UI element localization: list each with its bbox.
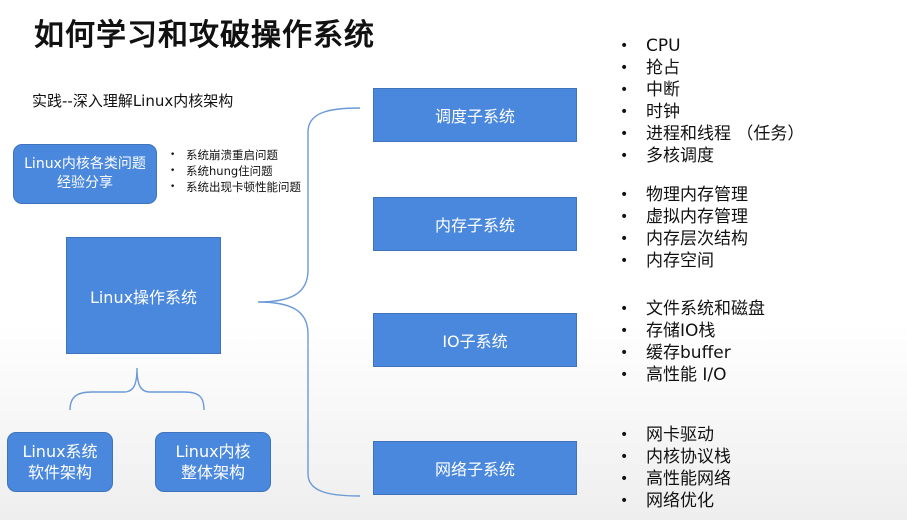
page-title: 如何学习和攻破操作系统	[34, 18, 375, 53]
list-item: 高性能网络	[620, 468, 731, 490]
subsystem-label: 调度子系统	[434, 107, 515, 126]
software-arch-box: Linux系统软件架构	[7, 432, 113, 492]
list-item: 系统出现卡顿性能问题	[170, 179, 301, 195]
linux-os-box: Linux操作系统	[66, 237, 221, 354]
list-item: 系统崩溃重启问题	[170, 147, 301, 163]
experience-box-label: Linux内核各类问题经验分享	[24, 156, 146, 191]
list-item: 虚拟内存管理	[620, 206, 748, 228]
list-item: 存储IO栈	[620, 320, 765, 342]
subsystem-box-network: 网络子系统	[373, 441, 577, 495]
subsystem-label: IO子系统	[442, 332, 508, 351]
list-item: 内存层次结构	[620, 228, 748, 250]
network-topics: 网卡驱动 内核协议栈 高性能网络 网络优化	[620, 424, 731, 512]
subsystem-box-memory: 内存子系统	[373, 197, 577, 251]
list-item: 多核调度	[620, 145, 804, 167]
bottom-brace	[69, 367, 205, 411]
scheduler-topics: CPU 抢占 中断 时钟 进程和线程 （任务） 多核调度	[620, 35, 804, 167]
linux-os-label: Linux操作系统	[89, 287, 198, 307]
experience-box: Linux内核各类问题经验分享	[13, 144, 157, 204]
subsystem-box-scheduler: 调度子系统	[373, 88, 577, 142]
list-item: 时钟	[620, 101, 804, 123]
memory-topics: 物理内存管理 虚拟内存管理 内存层次结构 内存空间	[620, 184, 748, 272]
page-subtitle: 实践--深入理解Linux内核架构	[32, 92, 234, 110]
io-topics: 文件系统和磁盘 存储IO栈 缓存buffer 高性能 I/O	[620, 298, 765, 386]
list-item: 中断	[620, 79, 804, 101]
list-item: 高性能 I/O	[620, 364, 765, 386]
kernel-arch-label: Linux内核整体架构	[175, 442, 251, 482]
list-item: 网卡驱动	[620, 424, 731, 446]
list-item: 物理内存管理	[620, 184, 748, 206]
subsystem-label: 网络子系统	[434, 460, 515, 479]
right-brace	[257, 107, 361, 497]
list-item: 抢占	[620, 57, 804, 79]
list-item: 进程和线程 （任务）	[620, 123, 804, 145]
list-item: 内存空间	[620, 250, 748, 272]
list-item: 内核协议栈	[620, 446, 731, 468]
list-item: 文件系统和磁盘	[620, 298, 765, 320]
software-arch-label: Linux系统软件架构	[22, 442, 98, 482]
list-item: 系统hung住问题	[170, 163, 301, 179]
subsystem-label: 内存子系统	[434, 216, 515, 235]
kernel-arch-box: Linux内核整体架构	[155, 432, 271, 492]
list-item: CPU	[620, 35, 804, 57]
list-item: 缓存buffer	[620, 342, 765, 364]
list-item: 网络优化	[620, 490, 731, 512]
experience-list: 系统崩溃重启问题 系统hung住问题 系统出现卡顿性能问题	[170, 147, 301, 195]
subsystem-box-io: IO子系统	[373, 313, 577, 367]
